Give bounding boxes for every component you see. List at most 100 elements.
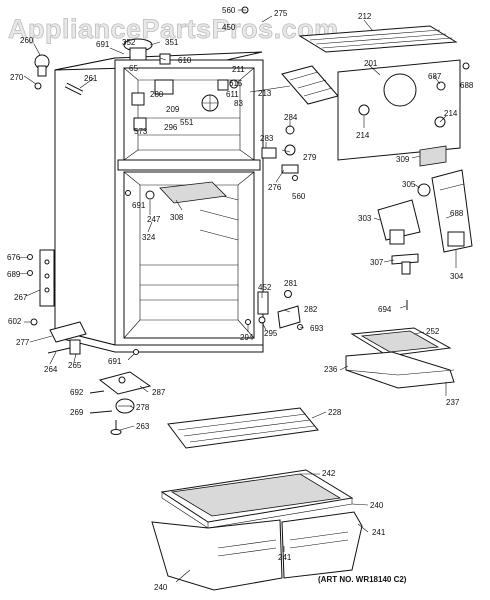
callout: 308	[170, 213, 184, 222]
callout: 265	[68, 361, 82, 370]
part-277	[49, 321, 87, 343]
callout: 450	[222, 23, 236, 32]
callout: 691	[108, 357, 122, 366]
callout: 261	[84, 74, 98, 83]
callout: 305	[402, 180, 416, 189]
callout: 551	[180, 118, 194, 127]
part-688-top	[462, 62, 470, 70]
part-687	[436, 81, 446, 91]
callout: 209	[166, 105, 180, 114]
callout: 352	[122, 38, 136, 47]
callout: 610	[178, 56, 192, 65]
callout: 694	[378, 305, 392, 314]
watermark: AppliancePartsPros.com	[8, 14, 339, 44]
callout: 214	[356, 131, 370, 140]
callout: 242	[322, 469, 336, 478]
shelf-308	[159, 181, 227, 204]
freezer-components	[123, 38, 229, 131]
callout: 295	[264, 329, 278, 338]
part-240-right	[281, 511, 363, 579]
part-228	[167, 407, 319, 449]
callout: 691	[132, 201, 146, 210]
callout: 236	[324, 365, 338, 374]
callout: 263	[136, 422, 150, 431]
callout: 688	[460, 81, 474, 90]
part-691-mid	[125, 190, 131, 196]
leader-lines	[18, 9, 457, 583]
callout: 270	[10, 73, 24, 82]
part-263	[110, 420, 122, 435]
part-305	[417, 183, 431, 197]
part-242	[160, 469, 354, 529]
callout: 83	[234, 99, 243, 108]
callout: 611	[226, 90, 239, 99]
callout: 282	[304, 305, 318, 314]
part-211	[229, 79, 239, 89]
callout: 296	[164, 123, 178, 132]
callout: 452	[258, 283, 272, 292]
callout: 560	[222, 6, 236, 15]
callout: 351	[165, 38, 179, 47]
callout: 284	[284, 113, 298, 122]
part-287	[98, 371, 152, 395]
callout: 307	[370, 258, 384, 267]
part-295	[258, 316, 266, 324]
callout: 692	[70, 388, 84, 397]
part-304	[431, 169, 473, 253]
part-236	[345, 351, 455, 389]
part-201	[337, 59, 461, 161]
callout: 693	[310, 324, 324, 333]
callout: 211	[232, 65, 245, 74]
part-240-left	[151, 519, 283, 591]
part-260	[34, 54, 50, 90]
callout: 65	[129, 64, 138, 73]
callout: 280	[150, 90, 164, 99]
callout: 560	[292, 192, 306, 201]
callout: 688	[450, 209, 464, 218]
callout: 240	[370, 501, 384, 510]
part-212	[298, 25, 458, 53]
part-309	[419, 145, 447, 167]
callout: 241	[372, 528, 386, 537]
part-281	[284, 290, 292, 298]
part-691-bottom	[133, 349, 139, 355]
callout: 212	[358, 12, 372, 21]
callout: 303	[358, 214, 372, 223]
callout: 687	[428, 72, 442, 81]
callout: 615	[229, 79, 243, 88]
part-284	[285, 125, 295, 135]
callout: 267	[14, 293, 28, 302]
callout: 228	[328, 408, 342, 417]
part-303	[377, 199, 421, 245]
part-294	[245, 319, 251, 325]
part-283	[261, 147, 277, 159]
callout: 214	[444, 109, 458, 118]
callout: 676	[7, 253, 21, 262]
callout: 276	[268, 183, 282, 192]
callout: 283	[260, 134, 274, 143]
art-number: (ART NO. WR18140 C2)	[318, 575, 407, 584]
part-247	[145, 190, 155, 200]
callout: 213	[258, 89, 272, 98]
part-269	[89, 410, 113, 414]
part-692	[89, 390, 105, 394]
callout: 264	[44, 365, 58, 374]
callout: 252	[426, 327, 440, 336]
callout: 269	[70, 408, 84, 417]
cabinet	[54, 51, 264, 353]
callout: 279	[303, 153, 317, 162]
callout: 275	[274, 9, 288, 18]
callout: 237	[446, 398, 460, 407]
callout: 247	[147, 215, 161, 224]
callout: 201	[364, 59, 378, 68]
callout: 602	[8, 317, 22, 326]
callout: 260	[20, 36, 34, 45]
part-602	[30, 318, 38, 326]
part-252	[350, 327, 452, 357]
callout: 241	[278, 553, 292, 562]
callout: 573	[134, 127, 148, 136]
callout: 691	[96, 40, 110, 49]
callout: 240	[154, 583, 168, 592]
